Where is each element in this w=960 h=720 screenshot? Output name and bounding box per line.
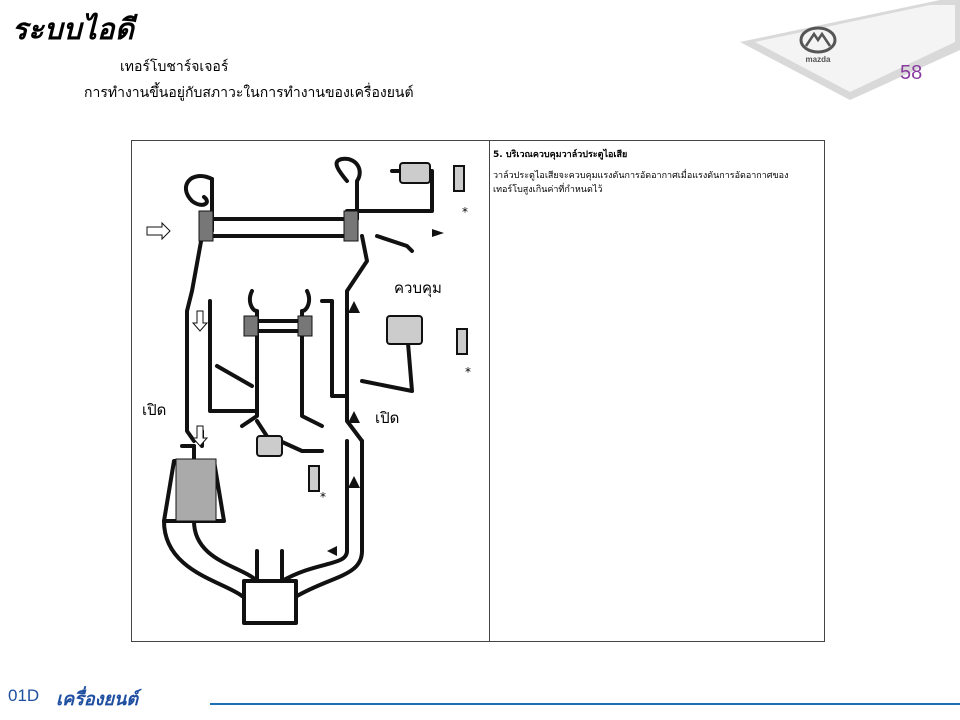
turbocharger-diagram: * * * <box>146 156 471 625</box>
footer-rule <box>210 703 960 705</box>
open-label-left: เปิด <box>142 401 167 419</box>
mazda-wordmark: mazda <box>806 55 831 64</box>
slide-title: ระบบไอดี <box>12 12 135 46</box>
section-description: การทำงานขึ้นอยู่กับสภาวะในการทำงานของเคร… <box>84 85 414 101</box>
content-panel: * * * ควบคุม เปิด เปิด 5. บริเวณควบคุมวา… <box>131 140 825 642</box>
asterisk-1: * <box>462 205 468 219</box>
page-number: 58 <box>900 62 923 84</box>
notes-heading: 5. บริเวณควบคุมวาล์วประตูไอเสีย <box>493 150 628 160</box>
notes-body: วาล์วประตูไอเสียจะควบคุมแรงดันการอัดอากา… <box>493 171 789 195</box>
asterisk-3: * <box>320 490 326 504</box>
section-subtitle: เทอร์โบชาร์จเจอร์ <box>120 59 229 75</box>
mazda-emblem-icon <box>799 26 837 54</box>
asterisk-2: * <box>465 365 471 379</box>
footer-title: เครื่องยนต์ <box>56 689 139 710</box>
control-label: ควบคุม <box>394 279 442 297</box>
footer-code: 01D <box>8 686 40 705</box>
open-label-right: เปิด <box>375 409 400 427</box>
mazda-logo-band: mazda <box>740 0 960 100</box>
panel-divider <box>489 141 490 641</box>
